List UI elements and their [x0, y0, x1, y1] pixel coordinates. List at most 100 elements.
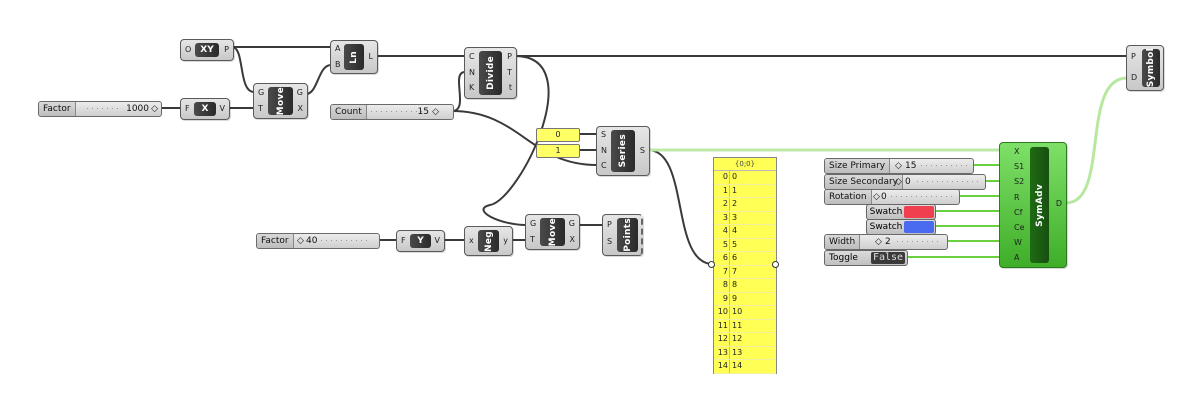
symadv-input-s1[interactable]: S1 [1014, 162, 1025, 172]
slider-grip-icon[interactable]: ◇ [895, 161, 902, 171]
slider-grip-icon[interactable]: ◇ [297, 236, 304, 246]
factor-slider-1-track[interactable] [87, 108, 121, 109]
panel-row-index: 8 [722, 280, 728, 289]
points-parameter[interactable]: P S Points [602, 214, 643, 256]
size-secondary-slider[interactable]: Size Secondary ◇ 0 [824, 174, 986, 190]
negative-component[interactable]: x Neg y [464, 226, 513, 256]
series-input-s[interactable]: S [601, 130, 607, 139]
unit-x-output-v[interactable]: V [219, 104, 225, 113]
symadv-input-x[interactable]: X [1014, 147, 1020, 156]
symbol-input-d[interactable]: D [1131, 73, 1138, 82]
symadv-input-a[interactable]: A [1014, 253, 1020, 263]
series-input-n[interactable]: N [601, 146, 607, 155]
divide-input-c[interactable]: C [469, 52, 475, 61]
panel-row-index: 5 [722, 239, 728, 249]
factor-slider-2[interactable]: Factor ◇ 40 [256, 233, 380, 249]
ln-output-l[interactable]: L [368, 52, 373, 61]
xy-plane-component[interactable]: O XY P [180, 39, 234, 61]
move-component-1[interactable]: G T Move G X [253, 83, 308, 119]
divide-input-n[interactable]: N [469, 68, 475, 77]
rotation-track[interactable] [891, 196, 953, 197]
swatch-fill-color[interactable] [904, 206, 934, 218]
move2-input-g[interactable]: G [530, 219, 537, 228]
move2-input-t[interactable]: T [530, 235, 535, 244]
symbol-input-p[interactable]: P [1131, 52, 1136, 61]
slider-grip-icon[interactable]: ◇ [151, 104, 158, 114]
rotation-slider[interactable]: Rotation ◇ 0 [824, 189, 960, 205]
width-track[interactable] [897, 241, 941, 242]
move1-output-g[interactable]: G [296, 88, 303, 97]
boolean-toggle[interactable]: Toggle False [824, 250, 908, 266]
symadv-input-w[interactable]: W [1014, 238, 1022, 248]
toggle-value[interactable]: False [871, 252, 905, 264]
points-core: Points [617, 218, 638, 252]
unit-x-input-f[interactable]: F [185, 104, 190, 113]
symbol-display-component[interactable]: P D Symbol [1126, 45, 1164, 91]
series-input-c[interactable]: C [601, 161, 607, 170]
symadv-input-cf[interactable]: Cf [1014, 207, 1023, 217]
neg-output-y[interactable]: y [503, 236, 508, 245]
divide-curve-component[interactable]: C N K Divide P T t [464, 47, 517, 99]
move1-core: Move [268, 87, 293, 115]
size-secondary-track[interactable] [917, 181, 979, 182]
series-start-number[interactable]: 0 [536, 128, 580, 142]
unit-x-label: X [201, 104, 209, 114]
unit-x-component[interactable]: F X V [180, 98, 230, 120]
unit-y-input-f[interactable]: F [401, 236, 406, 245]
divide-output-t[interactable]: T [507, 68, 512, 77]
panel-output-grip[interactable] [772, 261, 779, 268]
move2-label: Move [547, 217, 558, 247]
swatch-edge[interactable]: Swatch [866, 219, 936, 235]
xy-output-p[interactable]: P [224, 45, 229, 54]
panel-input-grip[interactable] [708, 261, 715, 268]
symadv-input-ce[interactable]: Ce [1014, 223, 1025, 232]
width-slider[interactable]: Width ◇ 2 [824, 234, 948, 250]
slider-grip-icon[interactable]: ◇ [875, 237, 882, 247]
divide-output-t-param[interactable]: t [508, 83, 512, 92]
points-input-p[interactable]: P [607, 220, 612, 229]
series-output-s[interactable]: S [639, 146, 645, 155]
ln-core: Ln [344, 44, 364, 70]
move-component-2[interactable]: G T Move G X [525, 214, 580, 250]
factor-slider-1[interactable]: Factor 1000 ◇ [38, 101, 162, 117]
slider-grip-icon[interactable]: ◇ [895, 177, 902, 187]
symadv-label: SymAdv [1034, 183, 1045, 227]
wire-divide-move2 [482, 55, 550, 226]
swatch-edge-color[interactable] [904, 221, 934, 233]
neg-input-x[interactable]: x [469, 236, 474, 245]
symadv-input-s2[interactable]: S2 [1014, 177, 1025, 187]
divide-input-k[interactable]: K [469, 83, 475, 92]
line-component[interactable]: A B Ln L [330, 40, 378, 74]
symadv-output-d[interactable]: D [1055, 199, 1062, 208]
factor-slider-2-track[interactable] [321, 240, 371, 241]
unit-y-output-v[interactable]: V [434, 236, 440, 245]
series-component[interactable]: S N C Series S [596, 126, 650, 176]
unit-y-component[interactable]: F Y V [396, 230, 445, 252]
move1-input-t[interactable]: T [258, 104, 263, 113]
panel-row-value: 13 [732, 347, 743, 357]
move1-input-g[interactable]: G [258, 88, 265, 97]
wire-move1-ln [305, 64, 332, 95]
slider-grip-icon[interactable]: ◇ [873, 192, 880, 202]
symadv-input-r[interactable]: R [1014, 192, 1020, 202]
count-slider[interactable]: Count 15 ◇ [330, 104, 454, 120]
divide-output-p[interactable]: P [507, 52, 512, 61]
move2-output-g[interactable]: G [568, 219, 575, 228]
series-step-number[interactable]: 1 [536, 144, 580, 158]
move1-output-x[interactable]: X [297, 104, 303, 113]
swatch-fill[interactable]: Swatch [866, 204, 936, 220]
slider-grip-icon[interactable]: ◇ [432, 107, 439, 117]
size-primary-slider[interactable]: Size Primary ◇ 15 [824, 158, 974, 174]
ln-input-b[interactable]: B [335, 60, 341, 69]
points-input-s[interactable]: S [607, 237, 613, 246]
panel-row-value: 0 [732, 172, 738, 181]
ln-input-a[interactable]: A [335, 44, 341, 53]
xy-input-o[interactable]: O [185, 45, 192, 54]
move2-output-x[interactable]: X [569, 235, 575, 244]
size-primary-track[interactable] [921, 165, 967, 166]
count-slider-track[interactable] [371, 111, 423, 112]
wire-xy-move1 [231, 46, 255, 93]
